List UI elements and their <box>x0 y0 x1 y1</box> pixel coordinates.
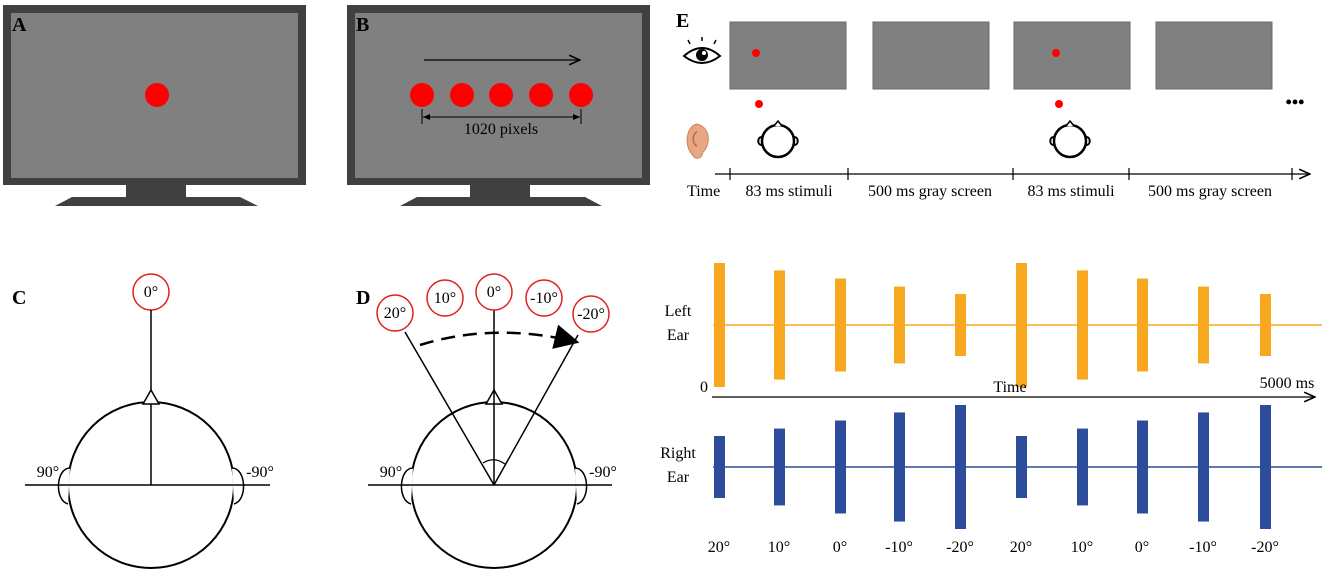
left-ear-burst <box>1016 263 1027 387</box>
angle-label-neg20: -20° <box>577 306 605 323</box>
ear-icon <box>686 123 709 159</box>
angle-label-10: 10° <box>434 290 456 307</box>
angle-label-neg10: -10° <box>530 290 558 307</box>
angle-label-90: 90° <box>380 464 402 481</box>
angle-label-neg90: -90° <box>246 464 274 481</box>
segment-stimuli: 83 ms stimuli <box>745 183 833 200</box>
right-ear-burst <box>955 405 966 529</box>
panel-b-letter: B <box>356 14 369 36</box>
left-ear-burst <box>955 294 966 356</box>
sound-source-head <box>755 100 799 159</box>
left-ear-waveform <box>714 263 1271 387</box>
distance-label: 1020 pixels <box>464 121 538 138</box>
angle-label: 20° <box>708 539 730 556</box>
segment-gray: 500 ms gray screen <box>1148 183 1272 200</box>
right-ear-burst <box>1077 428 1088 506</box>
panel-e-letter: E <box>676 10 689 32</box>
waveform-angle-labels: 20° 10° 0° -10° -20° 20° 10° 0° -10° -20… <box>708 539 1279 556</box>
left-ear-burst <box>774 270 785 380</box>
gray-screen <box>872 21 990 90</box>
segment-gray: 500 ms gray screen <box>868 183 992 200</box>
panel-a-monitor <box>3 5 306 206</box>
angle-label-90: 90° <box>37 464 59 481</box>
left-ear-burst <box>714 263 725 387</box>
time-label: Time <box>687 183 720 200</box>
right-ear-burst <box>774 428 785 506</box>
panel-d-letter: D <box>356 287 370 309</box>
axis-start-label: 0 <box>700 379 708 396</box>
angle-label: -10° <box>885 539 913 556</box>
ellipsis: ••• <box>1286 92 1305 112</box>
right-ear-burst <box>835 420 846 514</box>
panel-c-letter: C <box>12 287 26 309</box>
right-ear-burst <box>894 412 905 522</box>
angle-label: -20° <box>946 539 974 556</box>
angle-label-0: 0° <box>487 284 501 301</box>
angle-label: 0° <box>1135 539 1149 556</box>
panel-b-monitor <box>347 5 650 206</box>
sweep-arrow <box>419 324 580 349</box>
sound-source-head <box>1049 100 1091 159</box>
left-ear-label: Left <box>665 303 692 320</box>
angle-label: 10° <box>768 539 790 556</box>
right-ear-burst <box>1198 412 1209 522</box>
panel-d-head <box>368 273 612 569</box>
right-ear-burst <box>1137 420 1148 514</box>
left-ear-burst <box>1198 286 1209 364</box>
axis-time-label: Time <box>993 379 1026 396</box>
left-ear-label: Ear <box>667 327 690 344</box>
stimulus-screen <box>1013 21 1131 90</box>
right-ear-label: Right <box>660 445 696 462</box>
segment-stimuli: 83 ms stimuli <box>1027 183 1115 200</box>
angle-label: -20° <box>1251 539 1279 556</box>
left-ear-burst <box>1137 278 1148 372</box>
angle-label-0: 0° <box>144 284 158 301</box>
right-ear-waveform <box>714 405 1271 529</box>
red-dot <box>569 83 593 107</box>
red-dot <box>489 83 513 107</box>
red-dot <box>529 83 553 107</box>
angle-label: 0° <box>833 539 847 556</box>
angle-label: 10° <box>1071 539 1093 556</box>
angle-label-neg90: -90° <box>589 464 617 481</box>
axis-end-label: 5000 ms <box>1260 375 1315 392</box>
eye-icon <box>682 37 722 64</box>
left-ear-burst <box>835 278 846 372</box>
left-ear-burst <box>1077 270 1088 380</box>
red-dot <box>410 83 434 107</box>
gray-screen <box>1155 21 1273 90</box>
panel-c-head <box>25 273 270 569</box>
panel-a-letter: A <box>12 14 27 36</box>
right-ear-burst <box>714 436 725 498</box>
red-dot <box>450 83 474 107</box>
right-ear-burst <box>1260 405 1271 529</box>
right-ear-burst <box>1016 436 1027 498</box>
angle-label-20: 20° <box>384 305 406 322</box>
angle-label: -10° <box>1189 539 1217 556</box>
stimulus-screen <box>729 21 847 90</box>
right-ear-label: Ear <box>667 469 690 486</box>
left-ear-burst <box>894 286 905 364</box>
red-dot <box>145 83 169 107</box>
angle-label: 20° <box>1010 539 1032 556</box>
left-ear-burst <box>1260 294 1271 356</box>
